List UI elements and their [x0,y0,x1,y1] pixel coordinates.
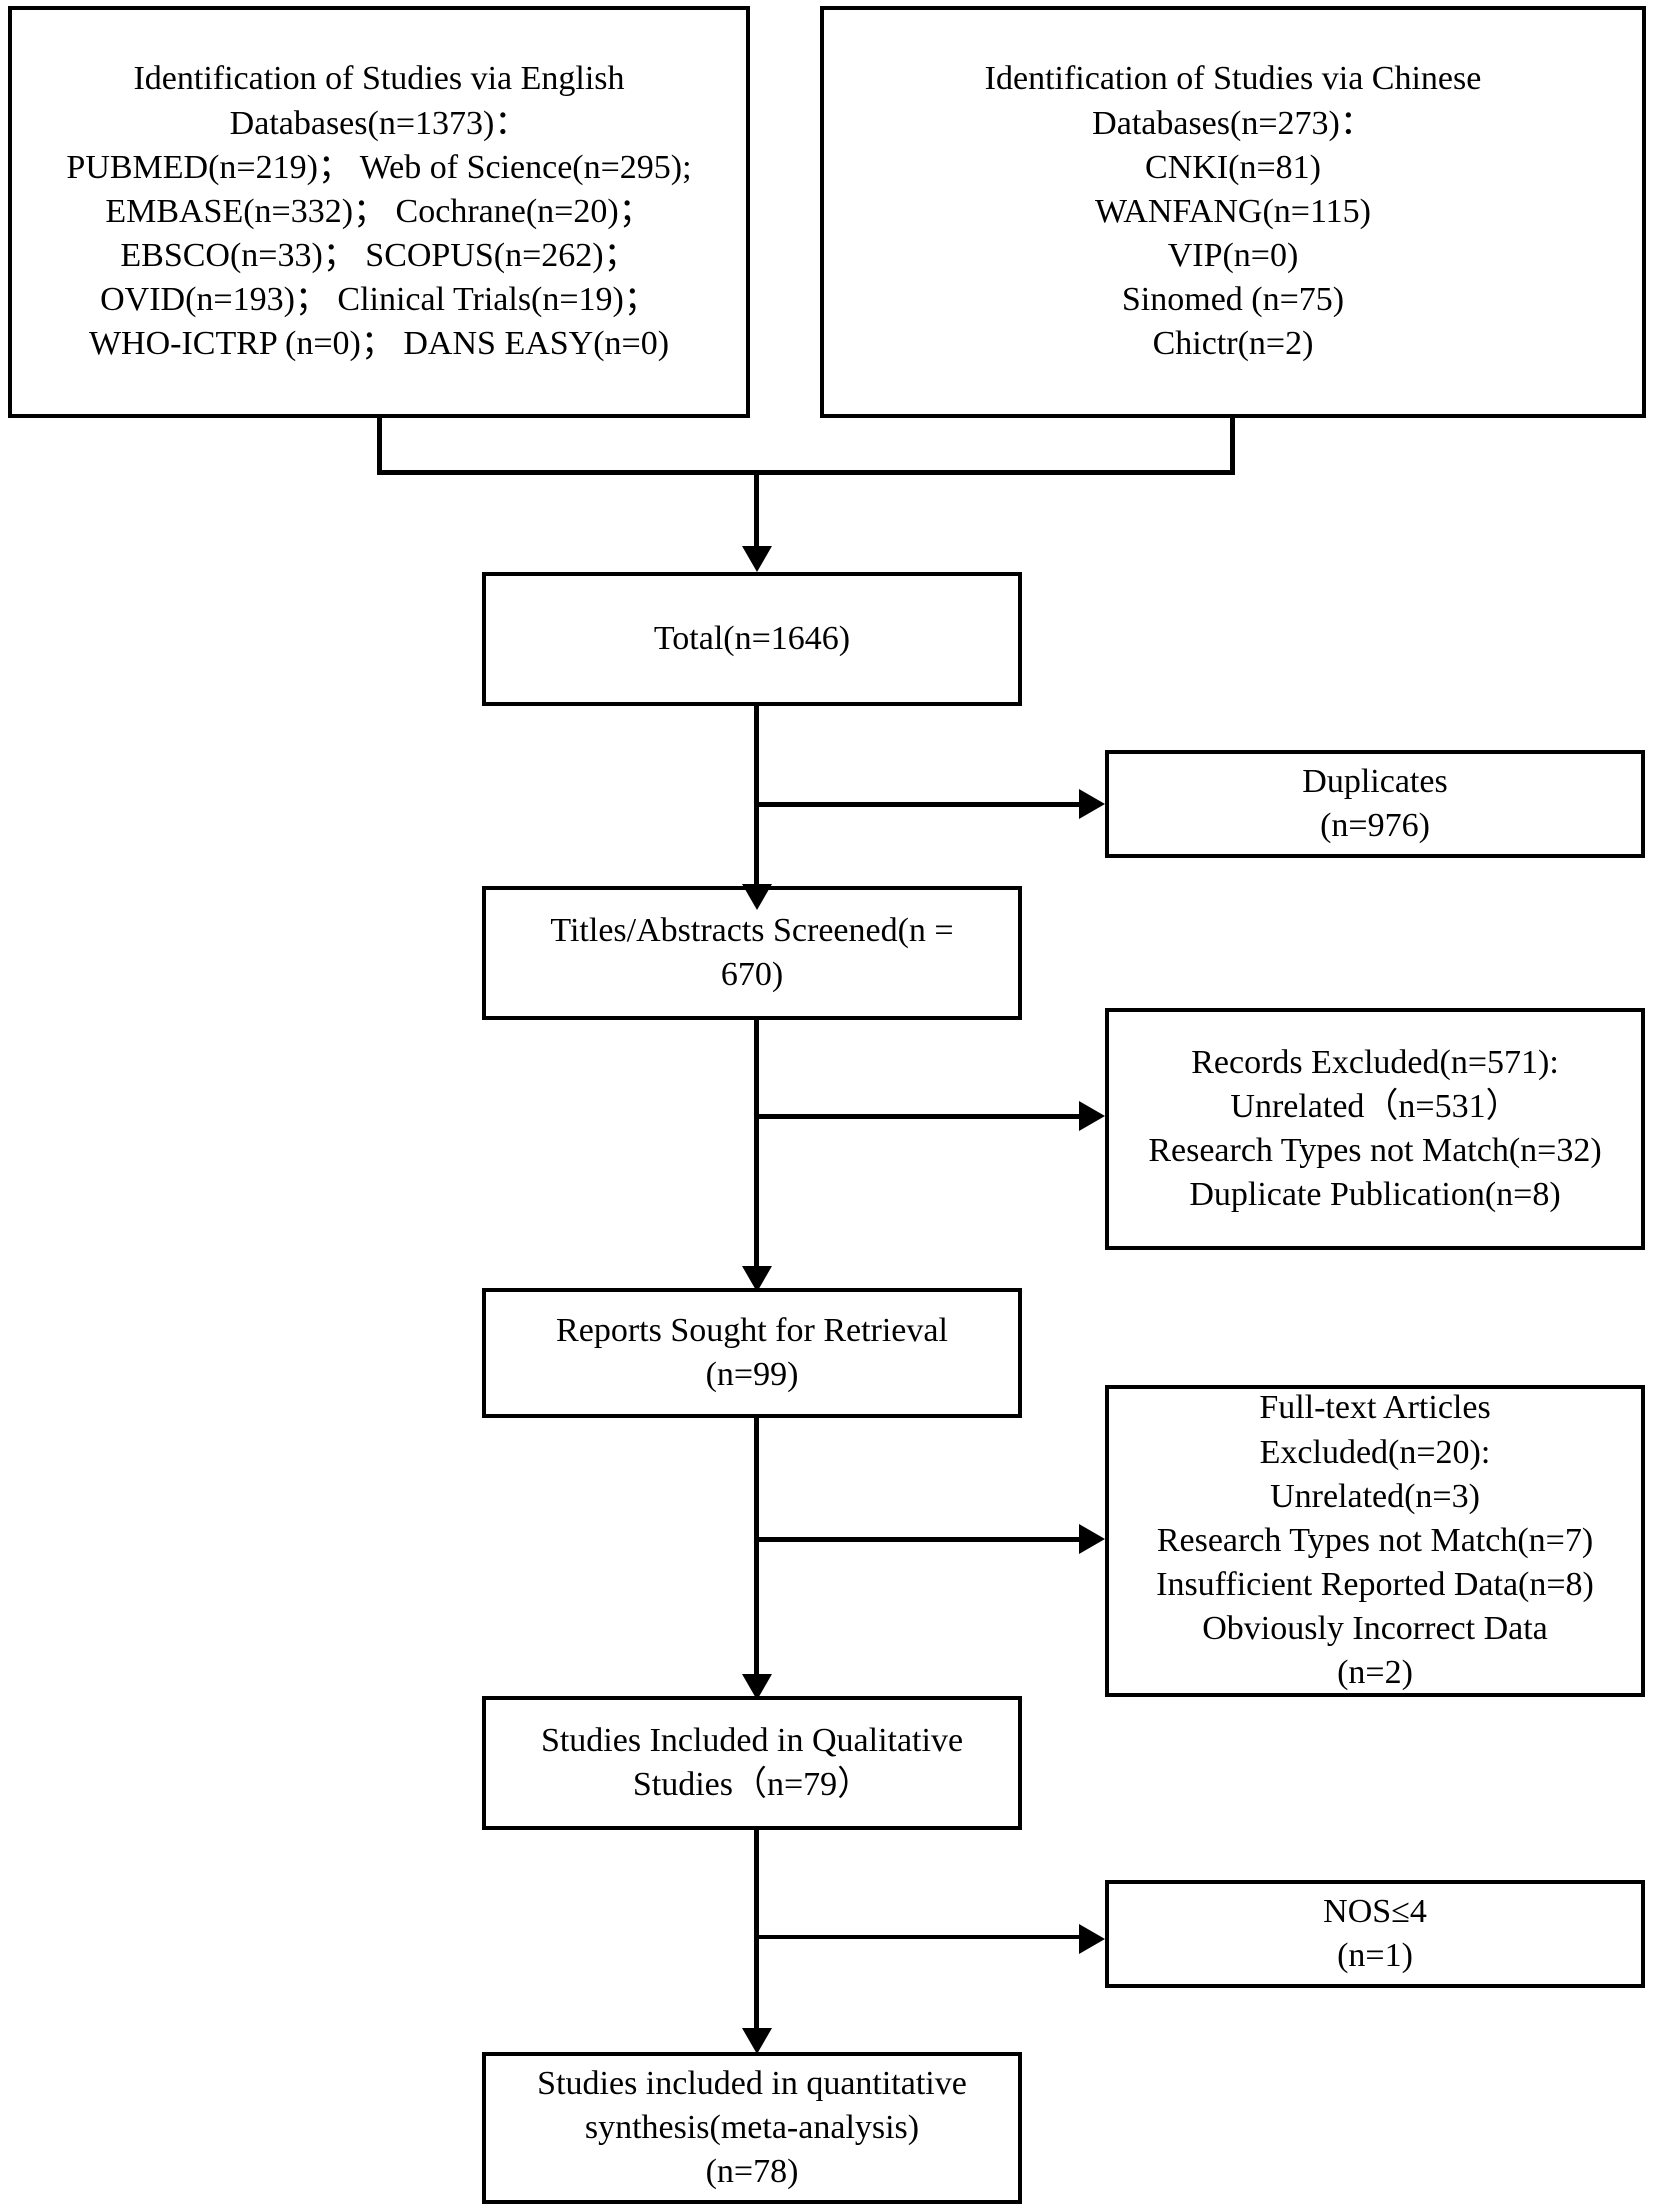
box-records-excluded: Records Excluded(n=571): Unrelated（n=531… [1105,1008,1645,1250]
chinese-line-2: Databases(n=273)： [1092,104,1374,142]
connector-chinese-stub [1230,418,1235,474]
box-reports-sought-for-retrieval: Reports Sought for Retrieval (n=99) [482,1288,1022,1418]
sought-line-2: (n=99) [705,1356,799,1393]
connector-branch-fulltext-excluded [754,1537,1081,1542]
screened-line-2: 670) [720,956,784,993]
chinese-line-5: VIP(n=0) [1167,237,1299,275]
nos-line-1: NOS≤4 [1323,1892,1427,1930]
fulltext-excluded-line-6: Obviously Incorrect Data [1202,1610,1548,1648]
records-excluded-line-1: Records Excluded(n=571): [1191,1043,1559,1081]
chinese-line-3: CNKI(n=81) [1145,148,1321,186]
quantitative-line-1: Studies included in quantitative [537,2064,967,2102]
fulltext-excluded-line-5: Insufficient Reported Data(n=8) [1156,1566,1594,1604]
total-line-1: Total(n=1646) [653,619,851,657]
arrow-into-sought [742,1266,772,1292]
connector-screened-to-sought [754,1020,759,1268]
arrow-into-qualitative [742,1674,772,1700]
records-excluded-line-2: Unrelated（n=531） [1230,1087,1520,1125]
box-fulltext-articles-excluded: Full-text Articles Excluded(n=20): Unrel… [1105,1385,1645,1697]
connector-branch-nos [754,1935,1081,1939]
records-excluded-line-3: Research Types not Match(n=32) [1148,1132,1602,1169]
duplicates-line-2: (n=976) [1320,807,1430,844]
connector-english-stub [377,418,382,474]
quantitative-line-3: (n=78) [705,2153,799,2191]
chinese-line-7: Chictr(n=2) [1152,325,1314,363]
fulltext-excluded-line-3: Unrelated(n=3) [1270,1477,1480,1515]
arrow-into-nos [1079,1924,1105,1954]
english-line-3: PUBMED(n=219)； Web of Science(n=295); [66,148,692,186]
box-nos-excluded: NOS≤4 (n=1) [1105,1880,1645,1988]
arrow-into-fulltext-excluded [1079,1524,1105,1554]
box-english-databases: Identification of Studies via English Da… [8,6,750,418]
english-line-4: EMBASE(n=332)； Cochrane(n=20)； [105,192,653,230]
qualitative-line-2: Studies（n=79） [632,1766,872,1803]
nos-line-2: (n=1) [1337,1937,1413,1974]
box-studies-included-qualitative: Studies Included in Qualitative Studies（… [482,1696,1022,1830]
english-line-6: OVID(n=193)； Clinical Trials(n=19)； [100,281,658,319]
box-chinese-databases: Identification of Studies via Chinese Da… [820,6,1646,418]
box-studies-included-quantitative: Studies included in quantitative synthes… [482,2052,1022,2204]
box-duplicates: Duplicates (n=976) [1105,750,1645,858]
sought-line-1: Reports Sought for Retrieval [556,1311,948,1349]
connector-branch-duplicates [754,802,1081,807]
records-excluded-line-4: Duplicate Publication(n=8) [1189,1176,1561,1214]
arrow-into-quantitative [742,2028,772,2054]
english-line-5: EBSCO(n=33)； SCOPUS(n=262)； [120,237,638,275]
connector-merge-bar [377,470,1235,475]
arrow-into-duplicates [1079,789,1105,819]
chinese-line-4: WANFANG(n=115) [1094,192,1372,230]
fulltext-excluded-line-2: Excluded(n=20): [1259,1433,1491,1471]
connector-branch-records-excluded [754,1114,1081,1119]
english-line-7: WHO-ICTRP (n=0)； DANS EASY(n=0) [88,325,670,363]
arrow-into-screened [742,884,772,910]
qualitative-line-1: Studies Included in Qualitative [540,1721,964,1759]
fulltext-excluded-line-4: Research Types not Match(n=7) [1156,1521,1594,1559]
english-line-1: Identification of Studies via English [133,60,625,98]
fulltext-excluded-line-1: Full-text Articles [1259,1389,1491,1427]
connector-qualitative-to-quantitative [754,1830,759,2030]
chinese-line-6: Sinomed (n=75) [1121,281,1345,319]
quantitative-line-2: synthesis(meta-analysis) [584,2108,920,2146]
connector-sought-to-qualitative [754,1418,759,1676]
screened-line-1: Titles/Abstracts Screened(n = [550,911,954,949]
chinese-line-1: Identification of Studies via Chinese [984,60,1482,98]
duplicates-line-1: Duplicates [1302,762,1448,800]
fulltext-excluded-line-7: (n=2) [1337,1654,1413,1692]
box-total: Total(n=1646) [482,572,1022,706]
arrow-into-total [742,546,772,572]
english-line-2: Databases(n=1373)： [229,104,529,142]
arrow-into-records-excluded [1079,1101,1105,1131]
connector-merge-to-total [754,470,759,548]
connector-total-to-screened [754,706,759,886]
